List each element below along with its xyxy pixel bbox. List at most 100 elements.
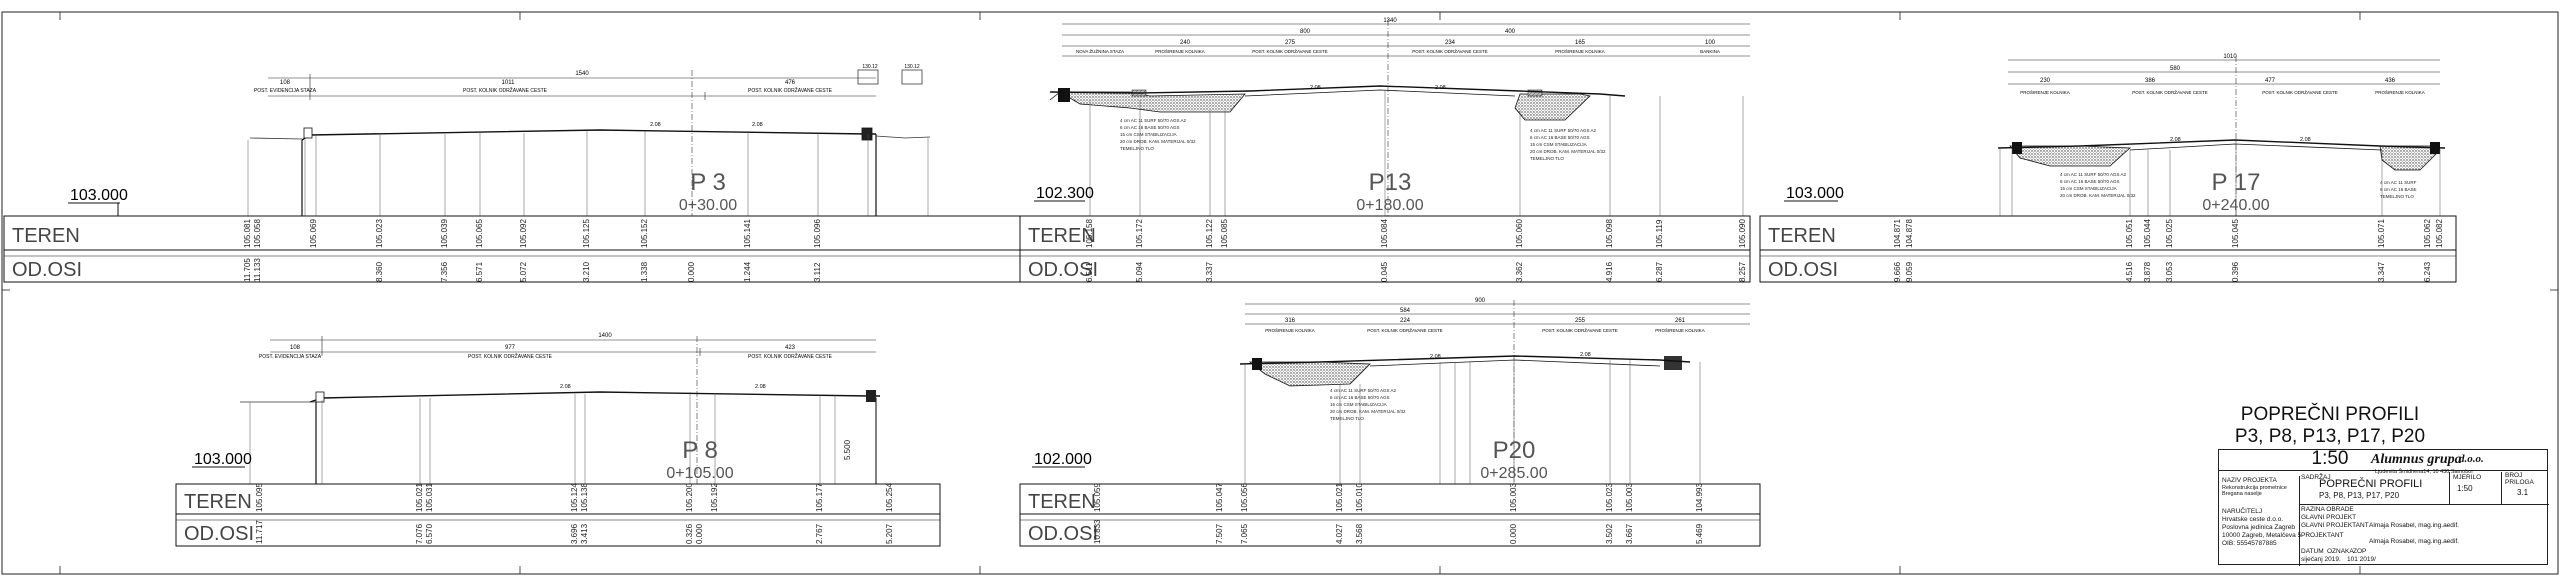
company-address: Ljudevita Šmidhena14, 10 430 Samobor xyxy=(2375,469,2474,475)
p17-width-5: 436 xyxy=(2385,78,2396,84)
svg-text:4 cm AC 11 SURF 50/70 AGS A2: 4 cm AC 11 SURF 50/70 AGS A2 xyxy=(1330,388,1396,393)
p13-width-3: 240 xyxy=(1180,40,1191,46)
p17-odosi-7: 6.243 xyxy=(2423,261,2432,282)
p8-teren-5: 105.200 xyxy=(685,483,694,512)
investor-address-2: 10000 Zagreb, Metalčeva 5 xyxy=(2222,532,2302,539)
p17-datum: 103.000 xyxy=(1786,185,1844,202)
p20-odosi-4: 3.568 xyxy=(1355,523,1364,544)
p17-odosi-2: 4.516 xyxy=(2125,261,2134,282)
p20-width-2: 316 xyxy=(1285,318,1296,324)
p17-teren-1: 104.878 xyxy=(1905,219,1914,248)
p20-teren-1: 105.047 xyxy=(1215,483,1224,512)
svg-text:4 cm AC 11 SURF 50/70 AGS A2: 4 cm AC 11 SURF 50/70 AGS A2 xyxy=(1120,118,1186,123)
p13-lane-1: NOVA ŽUŽNINA STAZA xyxy=(1076,47,1124,54)
p20-teren-2: 105.056 xyxy=(1240,483,1249,512)
p20-odosi-8: 5.469 xyxy=(1695,523,1704,544)
p20-odosi-0: 10.833 xyxy=(1093,519,1102,544)
drawing-name: POPREČNI PROFILI xyxy=(2319,478,2423,490)
p20-teren-7: 105.003 xyxy=(1625,483,1634,512)
p20-odosi-2: 7.065 xyxy=(1240,523,1249,544)
p3-odosi-1: 11.133 xyxy=(253,258,262,282)
p17-teren-0: 104.871 xyxy=(1893,219,1902,248)
p8-row-teren: TEREN xyxy=(184,491,252,513)
p13-odosi-3: 0.045 xyxy=(1380,261,1389,282)
p3-teren-4: 105.039 xyxy=(440,219,449,248)
p17-name: P 17 xyxy=(2212,169,2261,196)
p20-datum: 102.000 xyxy=(1034,451,1092,468)
p13-station: 0+180.00 xyxy=(1356,197,1423,214)
p3-width-1: 1011 xyxy=(502,80,516,86)
p8-teren-8: 105.254 xyxy=(885,483,894,512)
designer-name: Almaja Rosabel, mag.ing.aedif. xyxy=(2369,522,2459,529)
p13-odosi-0: 6.511 xyxy=(1085,262,1094,282)
p17-odosi-6: 3.347 xyxy=(2377,261,2386,282)
svg-text:15 cm CSM STABILIZACIJA: 15 cm CSM STABILIZACIJA xyxy=(1530,142,1587,147)
p8-row-odosi: OD.OSI xyxy=(184,523,254,545)
drawing-label: SADRŽAJ xyxy=(2301,474,2331,481)
drawing-subtitle: P3, P8, P13, P17, P20 xyxy=(2234,426,2426,447)
p3-teren-7: 105.125 xyxy=(582,219,591,248)
date-value: siječanj 2019. xyxy=(2301,556,2341,563)
zop-value: GLAVNI PROJEKT xyxy=(2301,514,2357,521)
p3-odosi-8: 0.000 xyxy=(687,261,696,282)
p3-width-5: 130.12 xyxy=(904,64,920,70)
p3-station: 0+30.00 xyxy=(679,197,737,214)
number-label: BROJ PRILOGA xyxy=(2505,472,2534,486)
p8-grade-1: 2.08 xyxy=(560,384,571,390)
p3-grade-2: 2.08 xyxy=(752,122,763,128)
p13-teren-4: 105.084 xyxy=(1380,219,1389,248)
drawing-profiles: P3, P8, P13, P17, P20 xyxy=(2319,491,2400,500)
investor-oib: OIB: 55545787885 xyxy=(2222,540,2277,547)
p13-odosi-5: 4.916 xyxy=(1605,261,1614,282)
p20-teren-5: 105.003 xyxy=(1509,483,1518,512)
p17-odosi-1: 9.059 xyxy=(1905,261,1914,282)
designer-label: GLAVNI PROJEKTANT xyxy=(2301,522,2369,529)
p13-name: P13 xyxy=(1369,169,1412,196)
p17-width-1: 580 xyxy=(2170,66,2181,72)
p17-odosi-3: 3.878 xyxy=(2143,261,2152,282)
p17-teren-4: 105.025 xyxy=(2165,219,2174,248)
p8-width-1: 977 xyxy=(505,345,516,351)
p8-odosi-6: 0.000 xyxy=(695,523,704,544)
p13-grade-1: 2.08 xyxy=(1310,85,1321,91)
p13-teren-3: 105.085 xyxy=(1220,219,1229,248)
svg-text:20 cm DROB. KAM. MATERIJAL 0/3: 20 cm DROB. KAM. MATERIJAL 0/32 xyxy=(1120,139,1196,144)
naziv-label: NAZIV PROJEKTA xyxy=(2222,477,2277,484)
svg-text:TEMELJNO TLO: TEMELJNO TLO xyxy=(1120,146,1154,151)
p20-row-teren: TEREN xyxy=(1028,491,1096,513)
p20-width-1: 584 xyxy=(1400,308,1411,314)
svg-text:6 cm AC 16 BASE: 6 cm AC 16 BASE xyxy=(2380,187,2417,192)
p20-width-4: 255 xyxy=(1575,318,1586,324)
p3-odosi-7: 1.338 xyxy=(640,261,649,282)
p8-width-3: 423 xyxy=(785,345,796,351)
svg-text:6 cm AC 16 BASE 50/70 AGS: 6 cm AC 16 BASE 50/70 AGS xyxy=(2060,179,2120,184)
p8-width-total: 1400 xyxy=(598,333,612,339)
p3-lane-1: POST. KOLNIK ODRŽAVANE CESTE xyxy=(463,86,548,94)
p3-odosi-0: 11.705 xyxy=(243,258,252,282)
p3-teren-2: 105.069 xyxy=(309,219,318,248)
p20-teren-6: 105.023 xyxy=(1605,483,1614,512)
p17-odosi-4: 3.053 xyxy=(2165,261,2174,282)
drawing-title-block: POPREČNI PROFILI P3, P8, P13, P17, P20 1… xyxy=(2180,404,2480,470)
p3-teren-10: 105.096 xyxy=(813,219,822,248)
p8-odosi-7: 2.767 xyxy=(815,523,824,544)
p17-width-2: 230 xyxy=(2040,78,2051,84)
p3-width-total: 1540 xyxy=(575,71,589,77)
p13-lane-6: BANKINA xyxy=(1700,49,1720,54)
profile-p17: 1010 580 230 386 477 436 PROŠIRENJE KOLN… xyxy=(1759,54,2457,283)
p3-row-teren: TEREN xyxy=(12,225,80,247)
p17-teren-7: 105.062 xyxy=(2423,219,2432,248)
svg-text:TEMELJNO TLO: TEMELJNO TLO xyxy=(1330,416,1364,421)
p17-teren-6: 105.071 xyxy=(2377,219,2386,248)
p20-teren-0: 105.059 xyxy=(1093,483,1102,512)
p8-odosi-5: 0.326 xyxy=(685,523,694,544)
p8-grade-2: 2.08 xyxy=(755,384,766,390)
p17-grade-1: 2.08 xyxy=(2170,137,2181,143)
number-value: 3.1 xyxy=(2517,488,2529,497)
p13-teren-2: 105.122 xyxy=(1205,219,1214,248)
p20-grade-2: 2.08 xyxy=(1580,352,1591,358)
p20-row-odosi: OD.OSI xyxy=(1028,523,1098,545)
p17-lane-1: PROŠIRENJE KOLNIKA xyxy=(2020,89,2070,95)
p3-lane-3: POST. EVIDENCIJA STAZA xyxy=(254,88,317,94)
p8-teren-2: 105.031 xyxy=(425,483,434,512)
